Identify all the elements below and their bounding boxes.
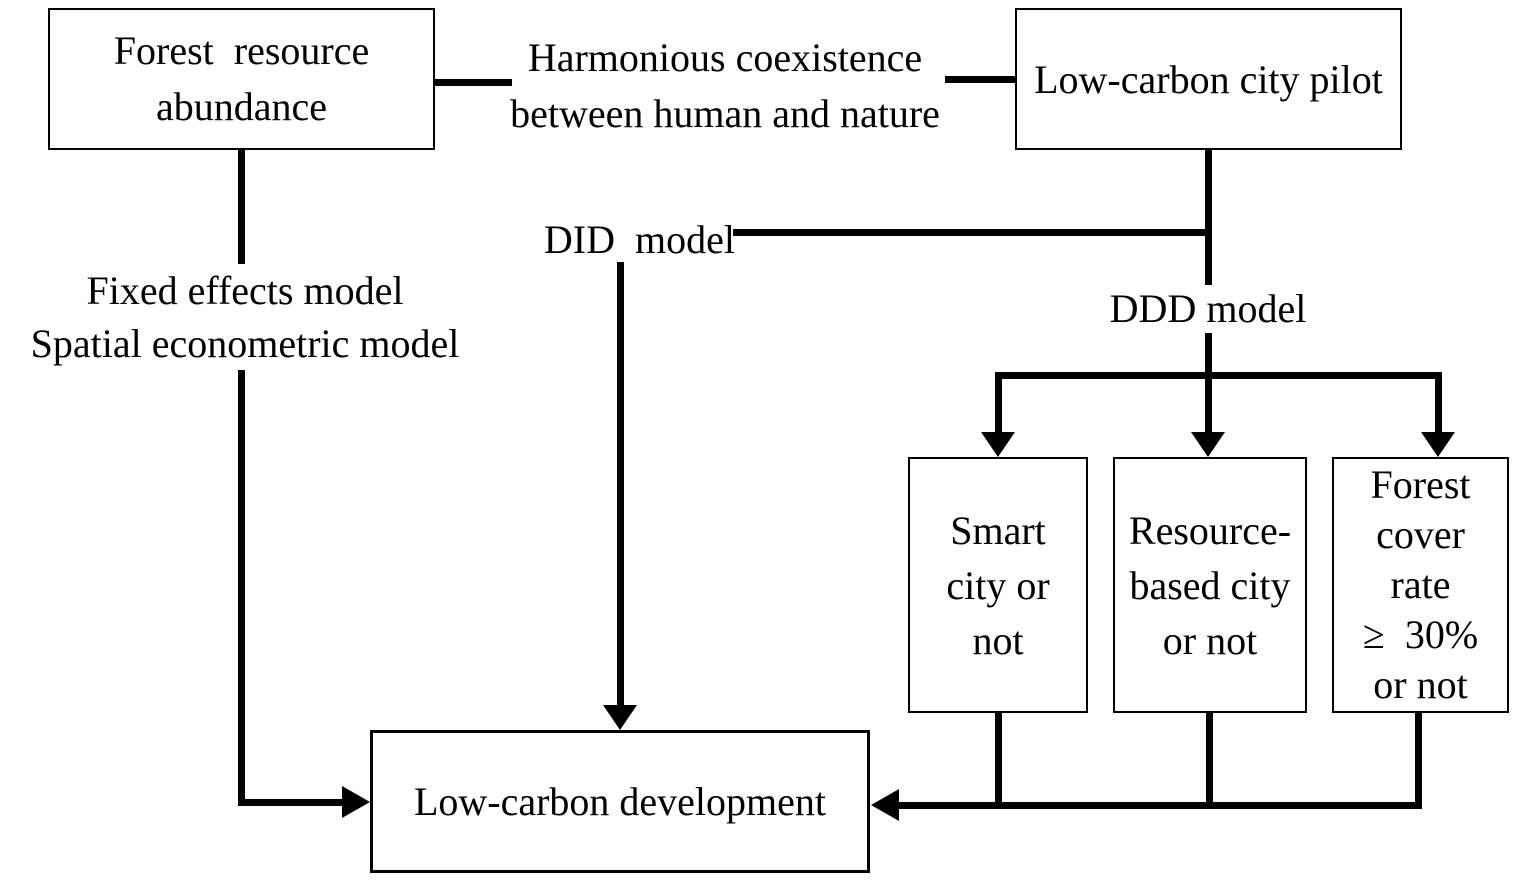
connector-branch-horizontal xyxy=(995,372,1442,379)
arrowhead-into-cover xyxy=(1421,432,1455,457)
arrowhead-into-development-right xyxy=(871,789,899,821)
arrowhead-into-smart xyxy=(981,432,1015,457)
connector-did-horizontal xyxy=(733,229,1212,236)
connector-drop-cover xyxy=(1415,712,1422,809)
label-harmonious-coexistence: Harmonious coexistence between human and… xyxy=(510,35,940,136)
label-ddd-model: DDD model xyxy=(1096,285,1320,333)
connector-drop-smart xyxy=(995,712,1002,804)
connector-forest-vertical xyxy=(238,149,245,806)
label-did-model: DID model xyxy=(543,217,735,262)
connector-drop-resource xyxy=(1206,712,1213,804)
arrowhead-into-resource xyxy=(1191,432,1225,457)
node-low-carbon-development: Low-carbon development xyxy=(370,730,870,873)
node-smart-city-or-not: Smart city or not xyxy=(908,457,1088,713)
connector-harmonious-to-pilot xyxy=(945,76,1015,83)
connector-pilot-vertical xyxy=(1205,149,1212,379)
connector-collect-horizontal xyxy=(897,802,1422,809)
connector-forest-to-harmonious xyxy=(435,79,512,86)
arrowhead-into-development-left xyxy=(342,786,370,818)
label-fixed-effects-model: Fixed effects model Spatial econometric … xyxy=(15,264,475,370)
connector-forest-elbow xyxy=(238,799,344,806)
arrowhead-into-development-top xyxy=(603,705,637,730)
node-forest-cover-rate-or-not: Forest cover rate ≥ 30% or not xyxy=(1332,457,1509,713)
connector-did-vertical xyxy=(617,262,624,708)
node-forest-resource-abundance: Forest resource abundance xyxy=(48,8,435,150)
connector-stem-resource xyxy=(1205,379,1212,434)
node-low-carbon-city-pilot: Low-carbon city pilot xyxy=(1015,8,1402,150)
connector-stem-smart xyxy=(995,372,1002,434)
node-resource-based-city-or-not: Resource- based city or not xyxy=(1113,457,1307,713)
connector-stem-cover xyxy=(1435,372,1442,434)
